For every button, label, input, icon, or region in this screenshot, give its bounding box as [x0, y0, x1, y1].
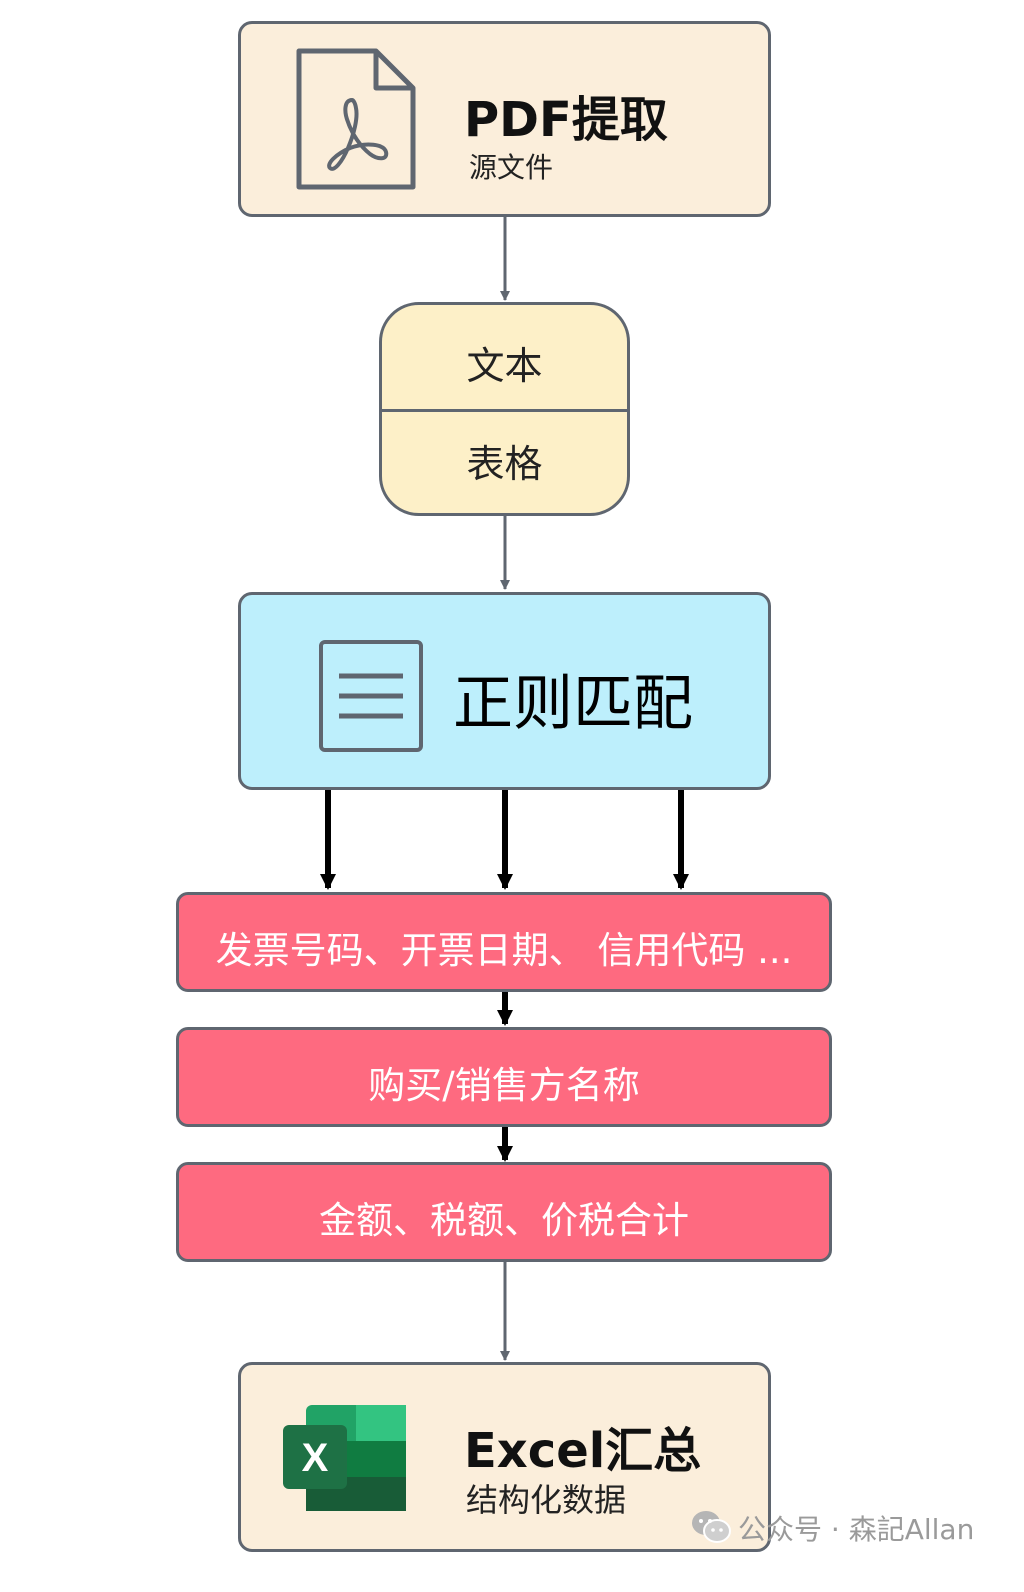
content-type-text: 文本	[466, 344, 543, 388]
pdf-extract-subtitle: 源文件	[469, 151, 554, 184]
regex-match-node: 正则匹配	[238, 592, 771, 790]
field-group-party-names: 购买/销售方名称	[176, 1027, 832, 1127]
excel-summary-title: Excel汇总	[464, 1423, 702, 1479]
document-lines-icon	[319, 640, 423, 756]
field-group-label: 发票号码、开票日期、 信用代码 ...	[215, 929, 793, 972]
field-group-amounts: 金额、税额、价税合计	[176, 1162, 832, 1262]
excel-summary-node: X Excel汇总 结构化数据	[238, 1362, 771, 1552]
regex-match-title: 正则匹配	[453, 669, 693, 739]
field-group-invoice-info: 发票号码、开票日期、 信用代码 ...	[176, 892, 832, 992]
excel-icon: X	[281, 1401, 411, 1519]
pdf-extract-node: PDF提取 源文件	[238, 21, 771, 217]
wechat-icon	[690, 1508, 732, 1550]
field-group-label: 购买/销售方名称	[368, 1064, 640, 1107]
pdf-file-icon	[296, 48, 416, 194]
excel-summary-subtitle: 结构化数据	[466, 1481, 627, 1519]
watermark-text: 公众号 · 森記Allan	[738, 1513, 975, 1546]
content-types-node: 文本 表格	[379, 302, 630, 516]
excel-icon-letter: X	[302, 1436, 329, 1480]
content-types-divider	[382, 409, 627, 412]
pdf-extract-title: PDF提取	[464, 92, 668, 148]
field-group-label: 金额、税额、价税合计	[319, 1199, 689, 1242]
content-type-table: 表格	[466, 442, 543, 486]
